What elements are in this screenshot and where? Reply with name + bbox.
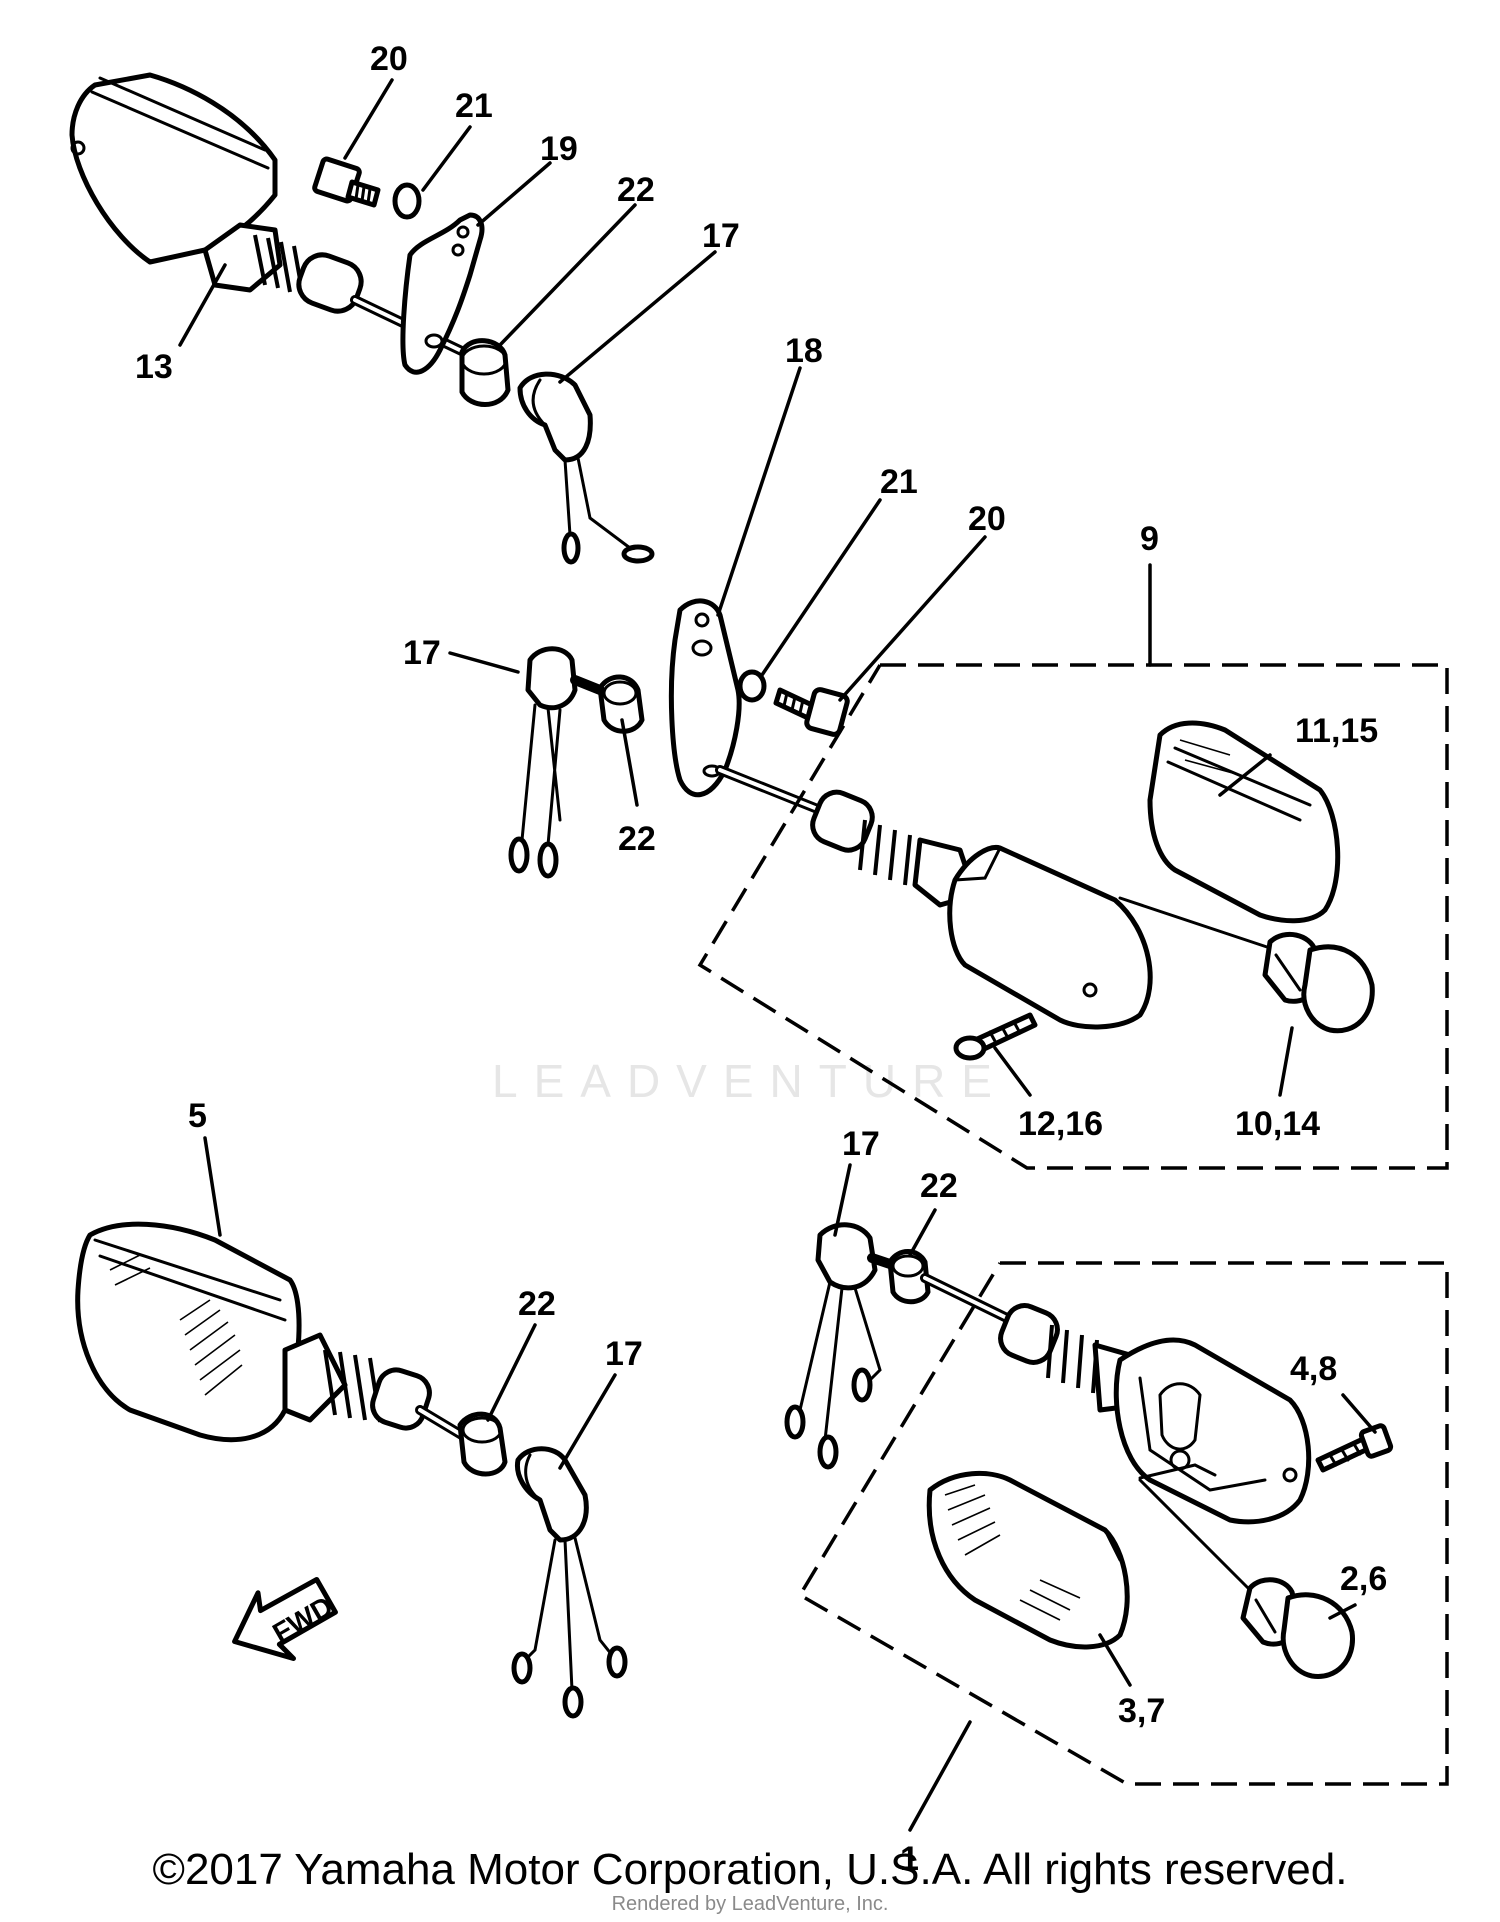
label-9: 9 xyxy=(1140,520,1159,558)
washer-21-middle xyxy=(737,669,767,703)
grommet-22-bottom-left xyxy=(457,1411,508,1477)
socket-17-bottom-left xyxy=(511,1446,628,1719)
label-10-14: 10,14 xyxy=(1235,1105,1320,1143)
label-17-bottom-left: 17 xyxy=(605,1335,643,1373)
label-19: 19 xyxy=(540,130,578,168)
signal-housing-13 xyxy=(69,72,475,360)
label-18: 18 xyxy=(785,332,823,370)
signal-assembly-middle xyxy=(508,598,1449,1170)
callout-labels: 20 21 19 22 17 13 18 21 20 9 17 11,15 22… xyxy=(135,40,1387,1878)
leadventure-watermark: LEADVENTURE xyxy=(492,1055,1008,1107)
kit-boundary-1 xyxy=(797,1261,1449,1786)
socket-17-top xyxy=(517,371,655,565)
label-22-top: 22 xyxy=(617,171,655,209)
screw-4-8 xyxy=(1315,1423,1394,1473)
label-2-6: 2,6 xyxy=(1340,1560,1387,1598)
label-22-bottom-left: 22 xyxy=(518,1285,556,1323)
signal-assembly-bottom-right xyxy=(784,1222,1449,1786)
label-21-middle: 21 xyxy=(880,463,918,501)
screw-12-16 xyxy=(953,1012,1038,1061)
washer-21-top xyxy=(392,182,422,220)
label-11-15: 11,15 xyxy=(1295,712,1378,750)
bracket-19 xyxy=(400,212,485,375)
signal-housing-middle xyxy=(715,765,1153,1030)
signal-housing-5 xyxy=(75,1221,475,1445)
label-20-middle: 20 xyxy=(968,500,1006,538)
socket-17-bottom-right xyxy=(784,1222,882,1470)
bracket-18 xyxy=(668,598,742,798)
label-17-bottom-right: 17 xyxy=(842,1125,880,1163)
grommet-22-top xyxy=(459,338,511,407)
label-20-top: 20 xyxy=(370,40,408,78)
label-3-7: 3,7 xyxy=(1118,1692,1165,1730)
socket-17-middle xyxy=(508,646,578,879)
label-22-middle: 22 xyxy=(618,820,656,858)
bolt-20-top xyxy=(312,156,381,208)
label-17-middle: 17 xyxy=(403,634,441,672)
forward-direction-arrow: FWD xyxy=(232,1576,338,1661)
signal-housing-1 xyxy=(998,1303,1312,1525)
label-12-16: 12,16 xyxy=(1018,1105,1103,1143)
label-5: 5 xyxy=(188,1097,207,1135)
bolt-20-middle xyxy=(773,687,850,737)
label-13: 13 xyxy=(135,348,173,386)
lens-3-7 xyxy=(926,1470,1130,1650)
label-4-8: 4,8 xyxy=(1290,1350,1337,1388)
copyright-notice: ©2017 Yamaha Motor Corporation, U.S.A. A… xyxy=(152,1845,1348,1894)
label-22-bottom-right: 22 xyxy=(920,1167,958,1205)
signal-assembly-top xyxy=(69,72,655,565)
bulb-10-14 xyxy=(1118,896,1375,1034)
lens-11-15 xyxy=(1147,720,1341,924)
leader-lines xyxy=(178,78,1377,1832)
kit-boundary-9 xyxy=(697,663,1449,1170)
grommet-22-middle xyxy=(570,674,645,734)
signal-assembly-bottom-left: FWD xyxy=(75,1221,628,1719)
label-21-top: 21 xyxy=(455,87,493,125)
label-17-top: 17 xyxy=(702,217,740,255)
rendered-by-note: Rendered by LeadVenture, Inc. xyxy=(611,1893,889,1915)
grommet-22-bottom-right xyxy=(867,1249,1020,1327)
label-1: 1 xyxy=(900,1840,919,1878)
